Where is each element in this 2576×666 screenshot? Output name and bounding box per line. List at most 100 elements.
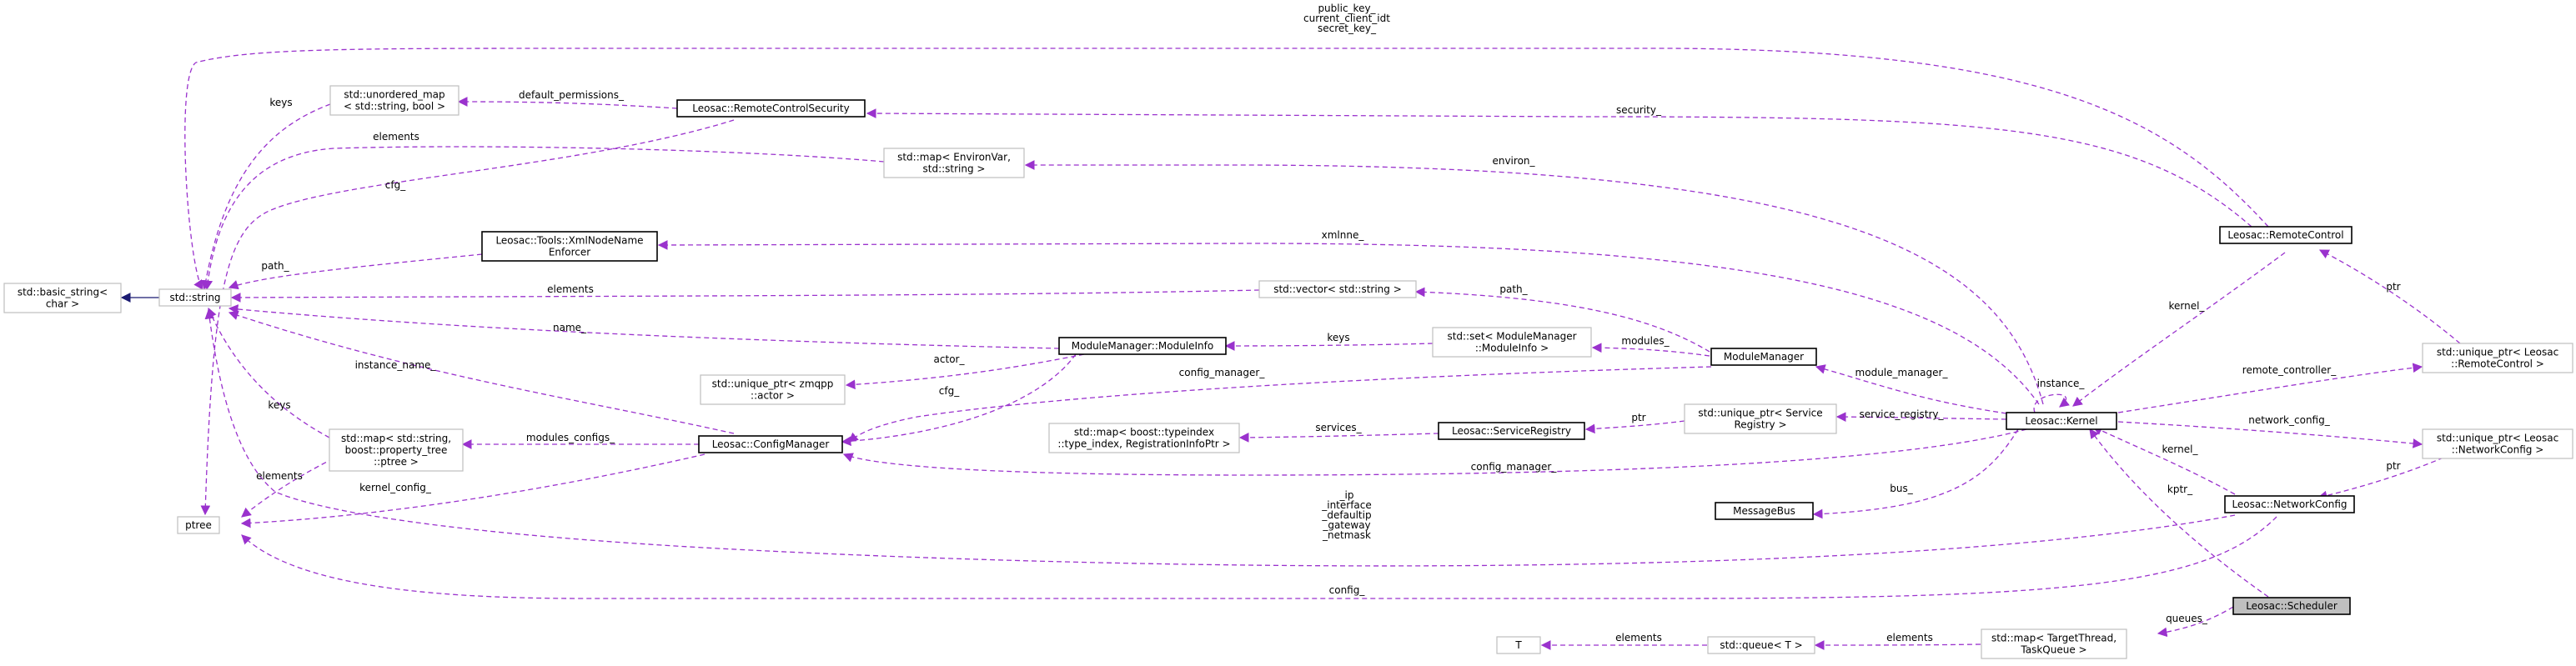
node-label: std::map< EnvironVar,	[897, 152, 1011, 163]
edge-label-ptr-nc: ptr	[2386, 460, 2400, 472]
node-label: ::ptree >	[374, 456, 419, 468]
node-box	[2232, 597, 2351, 615]
node-label: ModuleManager	[1724, 351, 1804, 363]
edge-mapptree-ptree	[241, 458, 334, 518]
edge-nc-ptree	[241, 516, 2277, 599]
node-t[interactable]: T	[1496, 636, 1541, 654]
node-unique-ptr-actor[interactable]: std::unique_ptr< zmqpp::actor >	[700, 374, 846, 405]
node-vector-string[interactable]: std::vector< std::string >	[1258, 280, 1417, 298]
edge-label-service-registry: service_registry_	[1860, 408, 1945, 420]
edge-label-modules: modules_	[1621, 335, 1670, 347]
node-label: Leosac::Scheduler	[2246, 600, 2337, 612]
edge-label-nc-to-string: _ip	[1339, 489, 1354, 501]
edge-label-map-tt-elements: elements	[1886, 632, 1933, 643]
edge-label-environvar-elements: elements	[373, 131, 419, 143]
node-box	[1058, 337, 1227, 355]
node-remote-control-security[interactable]: Leosac::RemoteControlSecurity	[676, 99, 866, 118]
node-network-config[interactable]: Leosac::NetworkConfig	[2224, 495, 2355, 513]
edges-layer	[120, 48, 2461, 650]
node-unique-ptr-network-config[interactable]: std::unique_ptr< Leosac::NetworkConfig >	[2422, 428, 2573, 459]
node-label: Leosac::RemoteControlSecurity	[692, 103, 849, 114]
edge-kernel-cfgmgr	[842, 428, 2027, 476]
edge-label-kernel-nc: kernel_	[2162, 443, 2199, 455]
node-label: std::string	[169, 292, 220, 303]
node-label: Enforcer	[549, 247, 590, 258]
edge-label-name: name_	[553, 322, 587, 333]
node-unique-ptr-service-registry[interactable]: std::unique_ptr< ServiceRegistry >	[1684, 403, 1837, 434]
node-map-ptree[interactable]: std::map< std::string,boost::property_tr…	[329, 428, 464, 472]
node-kernel[interactable]: Leosac::Kernel	[2006, 412, 2117, 430]
node-message-bus[interactable]: MessageBus	[1715, 502, 1814, 520]
edge-rcs-ptree	[200, 119, 735, 516]
node-label: < std::string, bool >	[344, 101, 445, 113]
edge-kernel-uptrsr	[1835, 412, 2007, 422]
edge-label-default-permissions: default_permissions_	[519, 89, 625, 101]
edge-label-queues: queues_	[2166, 613, 2208, 624]
edge-remote-control-string	[184, 48, 2269, 290]
node-module-info[interactable]: ModuleManager::ModuleInfo	[1058, 337, 1227, 355]
edge-label-set-keys: keys	[1327, 332, 1349, 343]
node-module-manager[interactable]: ModuleManager	[1710, 348, 1817, 366]
node-box	[481, 231, 658, 262]
node-box	[698, 435, 843, 453]
node-label: std::unique_ptr< Service	[1698, 408, 1822, 419]
node-scheduler[interactable]: Leosac::Scheduler	[2232, 597, 2351, 615]
edge-kernel-xml	[657, 240, 2040, 405]
edge-label-instance: instance_	[2037, 378, 2086, 389]
edge-kernel-environvar	[1024, 160, 2044, 405]
edge-uptrrc-rc	[2318, 249, 2461, 344]
node-box	[1496, 636, 1541, 654]
node-service-registry[interactable]: Leosac::ServiceRegistry	[1438, 422, 1585, 440]
node-box	[1684, 403, 1837, 434]
edge-vector-string	[230, 289, 1260, 303]
node-map-targetthread[interactable]: std::map< TargetThread,TaskQueue >	[1981, 628, 2127, 659]
node-queue-t[interactable]: std::queue< T >	[1707, 636, 1815, 654]
edge-cfgmgr-ptree	[240, 453, 706, 528]
edge-rcs-unordered-map	[457, 97, 678, 109]
node-box	[1710, 348, 1817, 366]
edge-mm-set	[1591, 343, 1710, 357]
node-std-string[interactable]: std::string	[158, 288, 232, 307]
node-unique-ptr-remote-control[interactable]: std::unique_ptr< Leosac::RemoteControl >	[2422, 343, 2573, 373]
edge-label-unordered-map-keys: keys	[269, 97, 292, 108]
node-std-basic-string[interactable]: std::basic_string<char >	[3, 283, 122, 313]
edge-mm-cfgmgr	[848, 366, 1712, 443]
edge-label-instance-name: instance_name_	[355, 359, 437, 371]
edge-environvar-string	[203, 146, 885, 291]
node-box	[1981, 628, 2127, 659]
edge-label-security: security_	[1616, 104, 1662, 116]
node-set-moduleinfo[interactable]: std::set< ModuleManager::ModuleInfo >	[1432, 327, 1592, 358]
node-config-manager[interactable]: Leosac::ConfigManager	[698, 435, 843, 453]
node-box	[2219, 226, 2353, 244]
edge-uptrsr-sr	[1584, 420, 1685, 434]
edge-label-xml-path: path_	[261, 260, 289, 272]
node-label: Leosac::Kernel	[2025, 415, 2097, 427]
edge-label-cfg-rcs: cfg_	[385, 179, 406, 191]
node-label: std::queue< T >	[1720, 639, 1802, 651]
edge-label-kernel-config: kernel_config_	[359, 482, 432, 493]
edge-label-config-manager-mm: config_manager_	[1179, 367, 1266, 378]
edge-label-nc-to-string: _defaultip	[1321, 509, 1371, 521]
edge-label-config-nc: config_	[1329, 584, 1366, 596]
node-map-typeindex[interactable]: std::map< boost::typeindex::type_index, …	[1048, 423, 1240, 453]
edge-label-kptr: kptr_	[2167, 483, 2193, 495]
edge-label-environ: environ_	[1492, 155, 1535, 167]
node-unordered-map[interactable]: std::unordered_map< std::string, bool >	[329, 85, 459, 116]
node-label: std::unique_ptr< zmqpp	[712, 378, 834, 390]
node-map-environvar[interactable]: std::map< EnvironVar,std::string >	[883, 148, 1025, 178]
edge-label-ptr-rc: ptr	[2386, 281, 2400, 293]
node-box	[177, 516, 220, 534]
node-label: std::basic_string<	[18, 287, 108, 298]
node-box	[1048, 423, 1240, 453]
node-label: MessageBus	[1733, 505, 1795, 517]
edge-uptrnc-nc	[2317, 457, 2444, 501]
node-label: ::RemoteControl >	[2451, 358, 2544, 370]
node-label: boost::property_tree	[345, 444, 448, 456]
node-remote-control[interactable]: Leosac::RemoteControl	[2219, 226, 2353, 244]
edge-label-actor: actor_	[934, 353, 966, 365]
node-ptree[interactable]: ptree	[177, 516, 220, 534]
node-label: char >	[46, 298, 79, 310]
node-box	[2224, 495, 2355, 513]
